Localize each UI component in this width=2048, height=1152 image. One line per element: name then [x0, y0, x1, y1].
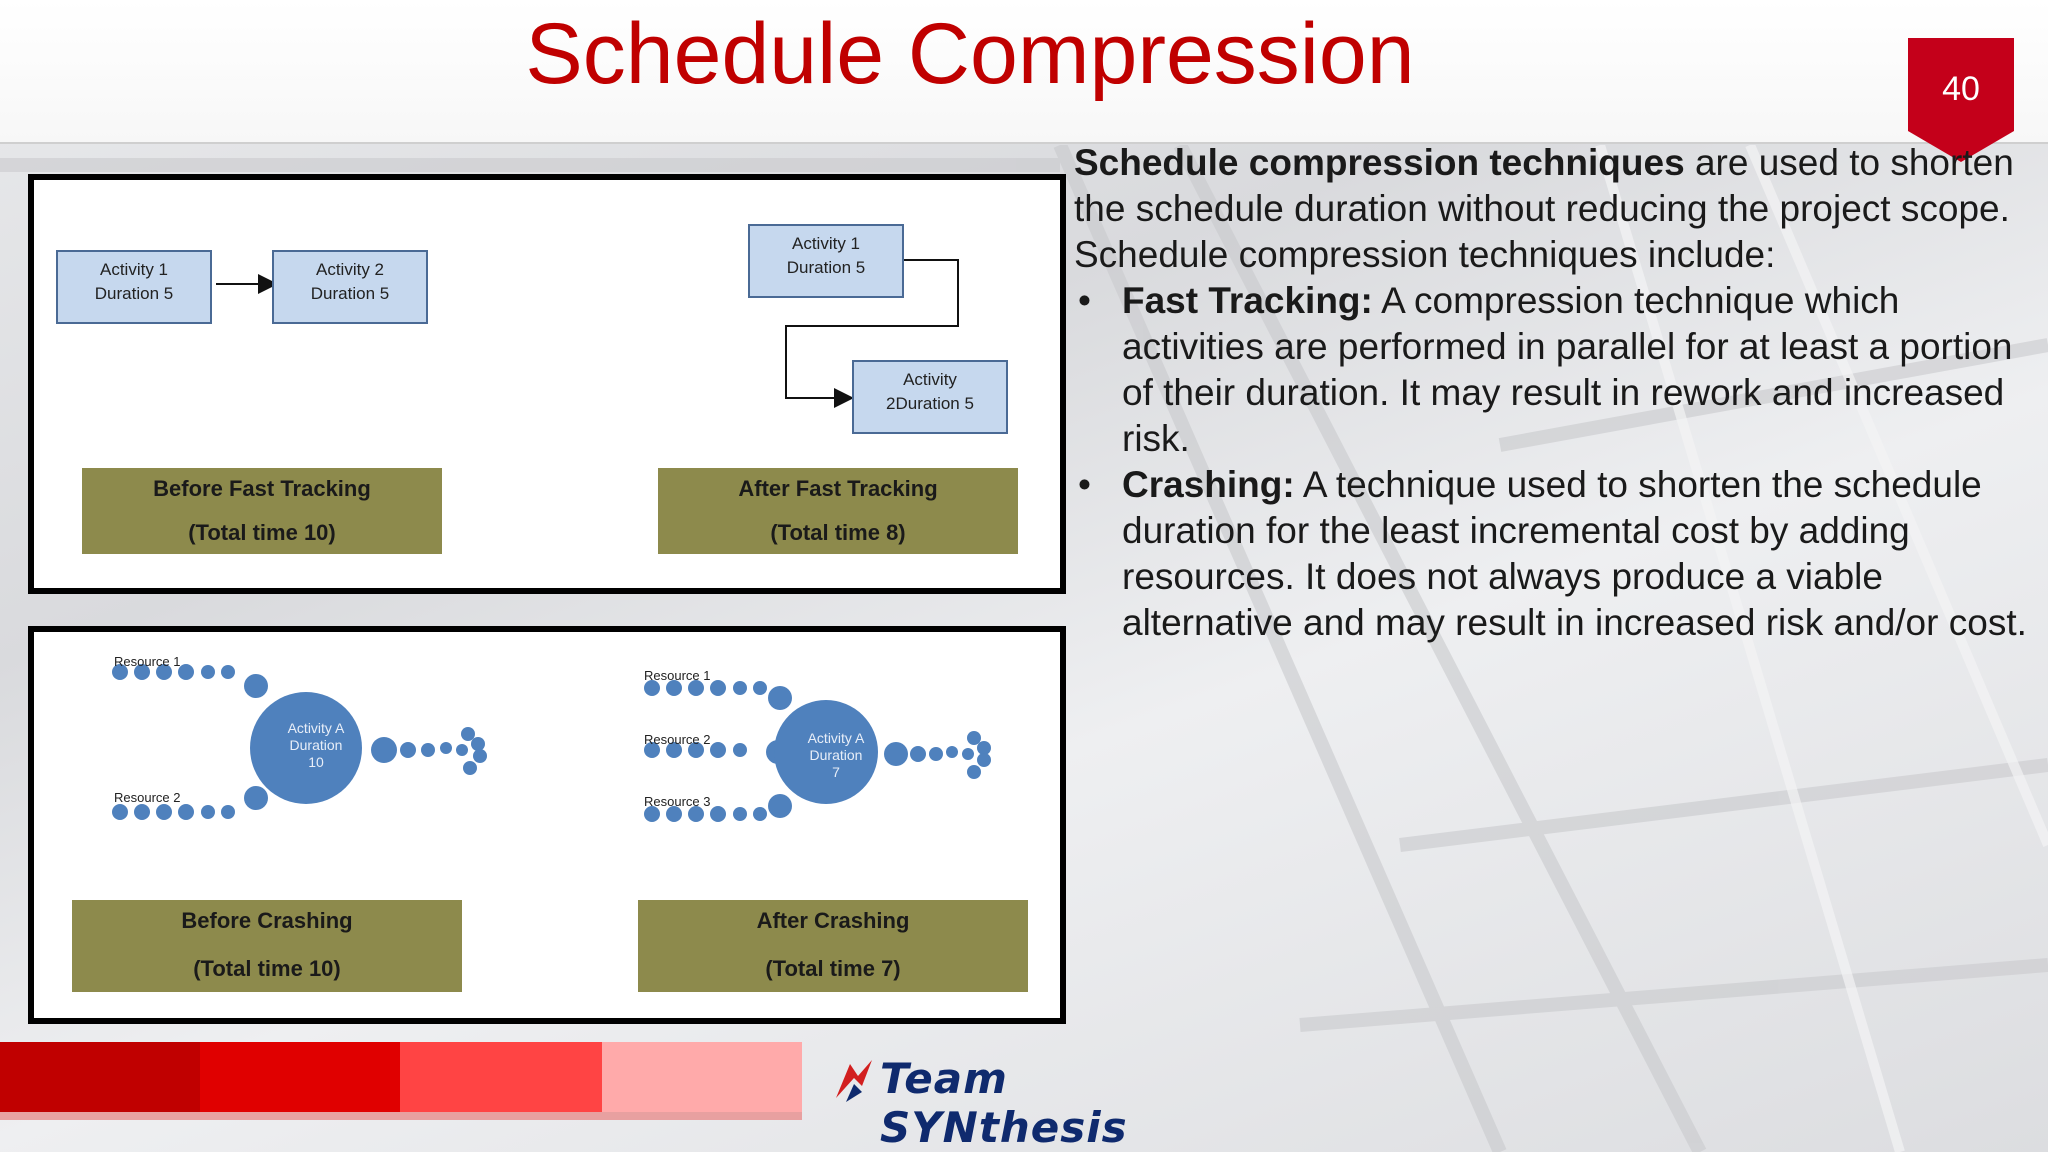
output-dot: [461, 727, 475, 741]
after-circle-duration-value: 7: [776, 764, 896, 781]
title-bar: Schedule Compression: [0, 0, 2048, 144]
intro-paragraph: Schedule compression techniques are used…: [1074, 140, 2034, 278]
after-resource-3-label: Resource 3: [644, 794, 710, 809]
footer-underline: [0, 1112, 802, 1120]
resource-dot: [244, 674, 268, 698]
output-dot: [910, 746, 926, 762]
after-fast-tracking-time: (Total time 8): [658, 520, 1018, 546]
slide-title: Schedule Compression: [0, 4, 1940, 104]
before-fast-tracking-time: (Total time 10): [82, 520, 442, 546]
output-dot: [440, 742, 452, 754]
resource-dot: [244, 786, 268, 810]
before-activity-2: Activity 2 Duration 5: [272, 250, 428, 324]
output-dot: [929, 747, 943, 761]
before-circle-duration-label: Duration: [256, 737, 376, 754]
before-activity-1-name: Activity 1: [58, 258, 210, 282]
after-fast-tracking-title: After Fast Tracking: [658, 476, 1018, 502]
before-activity-2-duration: Duration 5: [274, 282, 426, 306]
footer-strip-1: [0, 1042, 200, 1112]
footer-strip-2: [200, 1042, 400, 1112]
before-crashing-label: Before Crashing (Total time 10): [72, 900, 462, 992]
resource-dot: [156, 804, 172, 820]
resource-dot: [710, 742, 726, 758]
output-dot: [400, 742, 416, 758]
after-activity-1-name: Activity 1: [750, 232, 902, 256]
output-dot: [962, 748, 974, 760]
output-dot: [967, 765, 981, 779]
output-dot: [946, 746, 958, 758]
resource-dot: [733, 807, 747, 821]
resource-dot: [201, 665, 215, 679]
footer-strip-3: [400, 1042, 602, 1112]
fast-tracking-diagram: Activity 1 Duration 5 Activity 2 Duratio…: [28, 174, 1066, 594]
bullet-icon: •: [1078, 462, 1091, 508]
after-crashing-label: After Crashing (Total time 7): [638, 900, 1028, 992]
output-dot: [473, 749, 487, 763]
resource-dot: [768, 686, 792, 710]
list-item: • Fast Tracking: A compression technique…: [1074, 278, 2034, 462]
resource-dot: [753, 681, 767, 695]
output-dot: [977, 741, 991, 755]
before-resource-1-label: Resource 1: [114, 654, 180, 669]
resource-dot: [178, 804, 194, 820]
before-crashing-title: Before Crashing: [72, 908, 462, 934]
resource-dot: [753, 807, 767, 821]
list-item: • Crashing: A technique used to shorten …: [1074, 462, 2034, 646]
before-activity-circle-text: Activity A Duration 10: [256, 720, 376, 771]
before-resource-2-label: Resource 2: [114, 790, 180, 805]
resource-dot: [733, 681, 747, 695]
before-crashing-time: (Total time 10): [72, 956, 462, 982]
before-circle-activity: Activity A: [256, 720, 376, 737]
before-activity-1-duration: Duration 5: [58, 282, 210, 306]
before-activity-1: Activity 1 Duration 5: [56, 250, 212, 324]
output-dot: [967, 731, 981, 745]
after-crashing-time: (Total time 7): [638, 956, 1028, 982]
output-dot: [421, 743, 435, 757]
after-resource-2-label: Resource 2: [644, 732, 710, 747]
after-activity-2-duration: 2Duration 5: [854, 392, 1006, 416]
logo-text: Team SYNthesis: [880, 1054, 1192, 1152]
resource-dot: [733, 743, 747, 757]
after-crashing-title: After Crashing: [638, 908, 1028, 934]
before-fast-tracking-title: Before Fast Tracking: [82, 476, 442, 502]
footer-strip-4: [602, 1042, 802, 1112]
resource-dot: [710, 806, 726, 822]
after-activity-1-duration: Duration 5: [750, 256, 902, 280]
resource-dot: [768, 794, 792, 818]
bullet-term: Fast Tracking:: [1122, 280, 1373, 321]
after-resource-1-label: Resource 1: [644, 668, 710, 683]
page-number: 40: [1908, 70, 2014, 109]
resource-dot: [221, 805, 235, 819]
technique-list: • Fast Tracking: A compression technique…: [1074, 278, 2034, 646]
team-synthesis-logo: Team SYNthesis: [832, 1052, 1192, 1112]
output-dot: [471, 737, 485, 751]
output-dot: [463, 761, 477, 775]
before-activity-2-name: Activity 2: [274, 258, 426, 282]
resource-dot: [710, 680, 726, 696]
resource-dot: [134, 804, 150, 820]
intro-bold: Schedule compression techniques: [1074, 142, 1685, 183]
before-circle-duration-value: 10: [256, 754, 376, 771]
after-activity-circle-text: Activity A Duration 7: [776, 730, 896, 781]
after-fast-tracking-label: After Fast Tracking (Total time 8): [658, 468, 1018, 554]
before-fast-tracking-label: Before Fast Tracking (Total time 10): [82, 468, 442, 554]
resource-dot: [112, 804, 128, 820]
output-dot: [456, 744, 468, 756]
resource-dot: [201, 805, 215, 819]
crashing-diagram: Resource 1 Resource 2 Activity A Duratio…: [28, 626, 1066, 1024]
logo-mark-icon: [832, 1058, 876, 1104]
bullet-icon: •: [1078, 278, 1091, 324]
after-activity-1: Activity 1 Duration 5: [748, 224, 904, 298]
after-circle-activity: Activity A: [776, 730, 896, 747]
bullet-term: Crashing:: [1122, 464, 1295, 505]
after-circle-duration-label: Duration: [776, 747, 896, 764]
after-activity-2-name: Activity: [854, 368, 1006, 392]
output-dot: [977, 753, 991, 767]
resource-dot: [221, 665, 235, 679]
after-activity-2: Activity 2Duration 5: [852, 360, 1008, 434]
slide-body-text: Schedule compression techniques are used…: [1074, 140, 2034, 646]
